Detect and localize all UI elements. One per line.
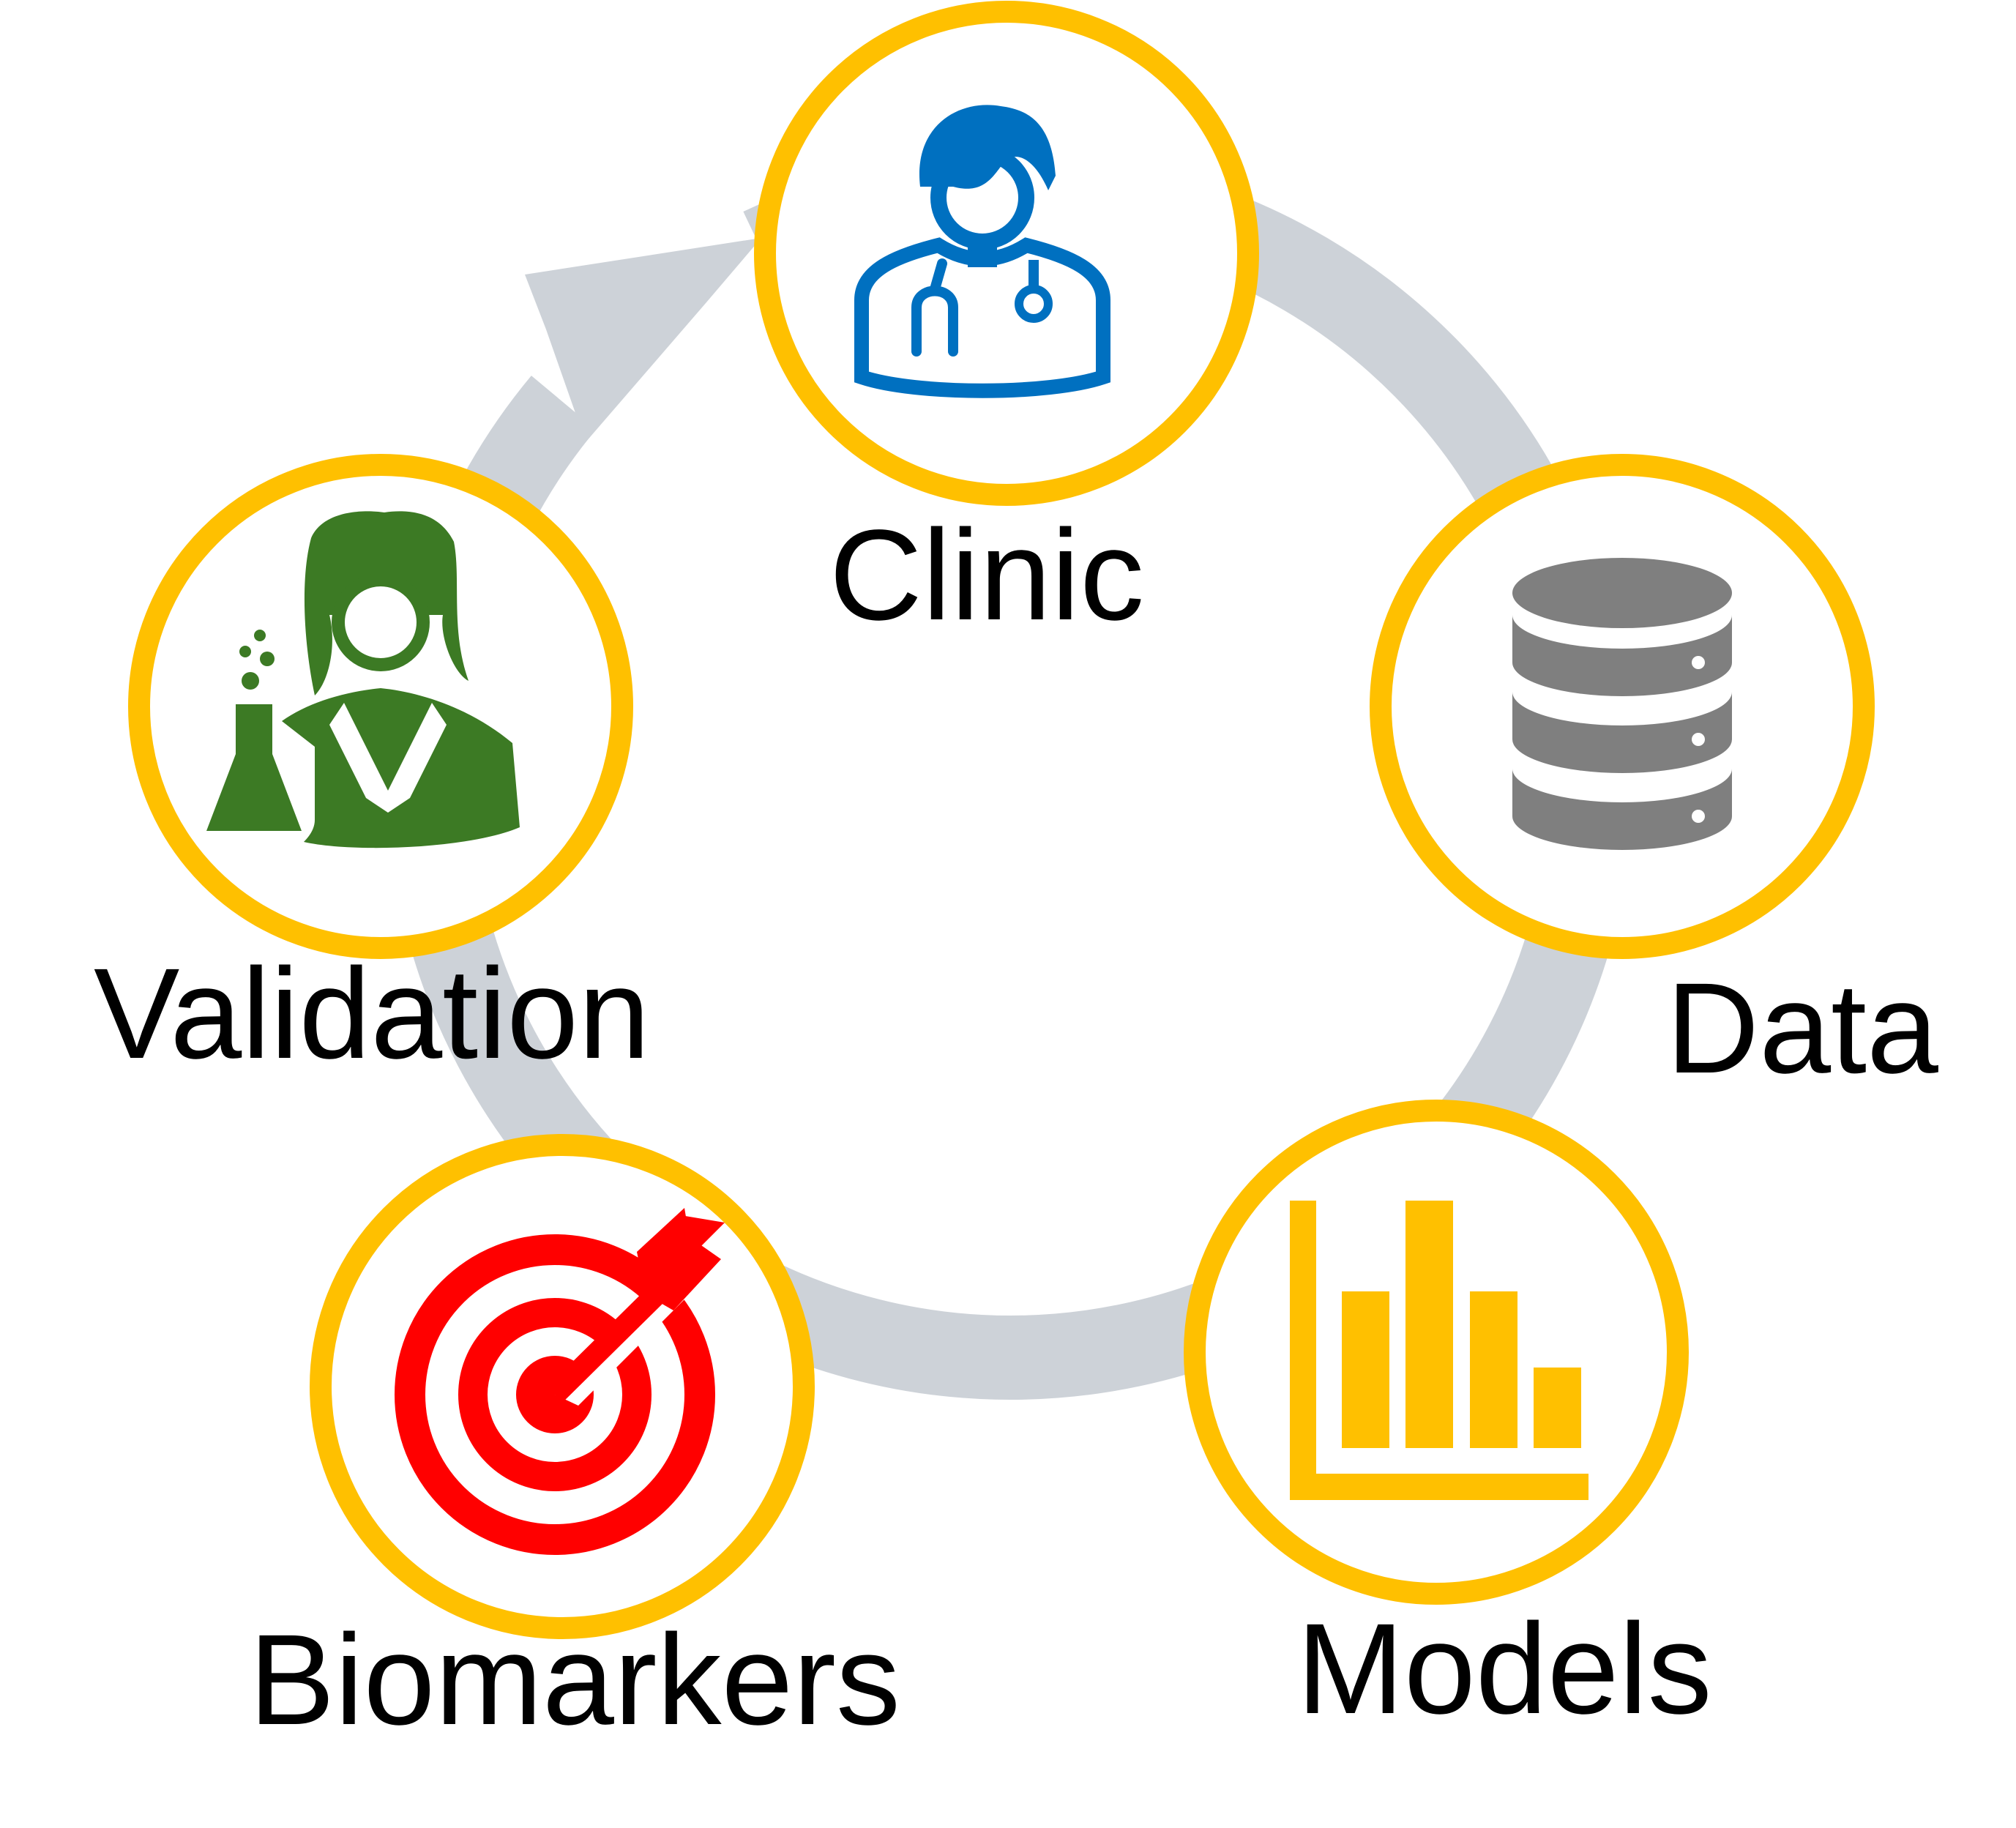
- stage-models: [1184, 1100, 1689, 1605]
- stage-label-biomarkers: Biomarkers: [249, 1608, 900, 1752]
- stage-label-models: Models: [1296, 1597, 1711, 1741]
- stage-ring-data: [1370, 454, 1875, 959]
- stage-data: [1370, 454, 1875, 959]
- stage-validation: [128, 454, 633, 959]
- stage-clinic: [754, 1, 1259, 506]
- cycle-arrowhead: [525, 238, 761, 442]
- stage-label-data: Data: [1666, 957, 1938, 1100]
- scientist-icon: [206, 511, 520, 848]
- stage-biomarkers: [310, 1134, 815, 1639]
- stage-label-clinic: Clinic: [829, 504, 1144, 647]
- database-icon: [1512, 558, 1732, 850]
- doctor-icon: [854, 105, 1110, 398]
- bar-chart-icon: [1290, 1201, 1588, 1500]
- stage-label-validation: Validation: [94, 942, 650, 1086]
- target-icon: [395, 1208, 739, 1555]
